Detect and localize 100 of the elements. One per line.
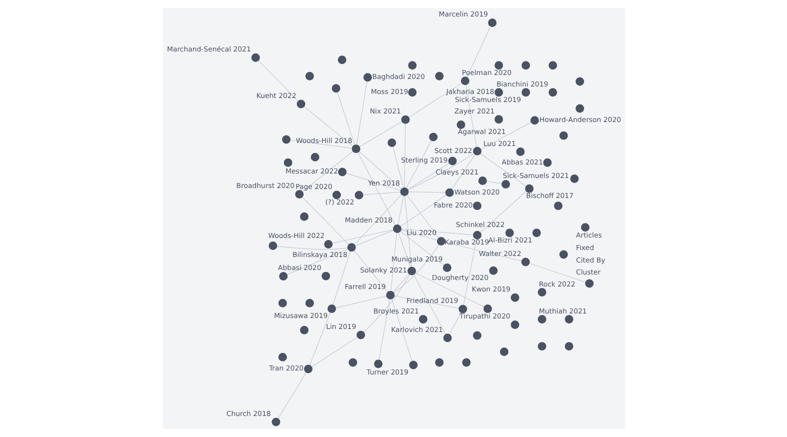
node-circle — [304, 364, 312, 374]
node-circle — [548, 88, 557, 97]
node-circle — [407, 266, 416, 276]
connector — [412, 274, 446, 335]
node-circle — [337, 56, 346, 64]
node-circle — [501, 180, 510, 188]
connector — [406, 194, 438, 238]
connector — [393, 244, 439, 293]
connector — [400, 194, 446, 227]
node-circle — [278, 298, 286, 308]
node-circle — [472, 202, 481, 210]
connector — [448, 312, 461, 335]
connector — [332, 229, 394, 244]
node-circle — [354, 190, 363, 200]
connector — [302, 150, 353, 192]
node-circle — [392, 224, 401, 233]
connector — [378, 298, 390, 360]
node-circle — [524, 184, 534, 193]
connector — [276, 246, 348, 250]
node-circle — [442, 334, 452, 342]
node-circle — [482, 304, 492, 314]
connector — [336, 92, 355, 146]
connector — [480, 122, 532, 150]
node-circle — [374, 360, 382, 368]
node-circle — [282, 135, 290, 144]
connector — [332, 250, 350, 306]
connector — [357, 152, 396, 226]
connector — [404, 195, 412, 268]
node-circle — [444, 188, 454, 197]
connector — [408, 192, 446, 193]
connector — [400, 231, 444, 266]
connector — [362, 274, 410, 332]
node-circle — [521, 61, 530, 70]
node-circle — [324, 240, 332, 248]
node-circle — [510, 293, 519, 302]
node-circle — [488, 266, 498, 275]
node-circle — [504, 228, 514, 238]
connector — [362, 192, 400, 196]
connector — [286, 248, 348, 276]
node-circle — [400, 187, 408, 196]
node-circle — [351, 144, 360, 154]
connector — [407, 162, 449, 190]
node-circle — [558, 131, 568, 140]
node-circle — [448, 156, 456, 166]
connector — [277, 372, 306, 419]
node-circle — [537, 315, 546, 324]
node-circle — [386, 290, 394, 300]
connector — [353, 250, 388, 292]
connector — [486, 181, 502, 184]
node-circle — [436, 237, 445, 246]
node-circle — [494, 88, 503, 97]
node-circle — [278, 352, 286, 362]
node-circle — [408, 88, 416, 97]
node-circle — [304, 72, 314, 80]
node-circle — [356, 330, 365, 340]
node-circle — [532, 228, 540, 238]
node-circle — [537, 288, 546, 297]
node-circle — [564, 342, 573, 351]
node-circle — [530, 116, 538, 125]
connector — [479, 191, 526, 233]
connector — [480, 153, 526, 186]
node-circle — [321, 272, 330, 280]
node-circle — [332, 190, 340, 200]
connector — [528, 262, 586, 282]
connector — [390, 232, 397, 292]
connector — [356, 80, 367, 146]
node-circle — [494, 61, 503, 70]
connector — [414, 272, 484, 308]
node-circle — [521, 88, 530, 97]
node-circle — [584, 279, 594, 288]
node-circle — [300, 212, 308, 221]
connector — [301, 196, 349, 245]
connector — [354, 194, 402, 245]
connector — [406, 140, 432, 188]
connector — [462, 238, 476, 306]
connector — [390, 298, 412, 362]
connector — [404, 123, 406, 188]
node-circle — [516, 148, 524, 156]
node-circle — [558, 250, 568, 259]
node-circle — [418, 315, 427, 324]
node-circle — [575, 77, 584, 86]
connector — [466, 26, 490, 78]
node-circle — [348, 358, 357, 367]
node-circle — [580, 223, 589, 232]
node-circle — [283, 158, 292, 167]
node-circle — [434, 72, 444, 80]
connector — [397, 195, 404, 226]
node-circle — [331, 84, 340, 93]
connector — [408, 82, 462, 118]
node-circle — [434, 358, 444, 367]
connector — [334, 296, 386, 308]
node-circle — [472, 146, 481, 156]
node-circle — [271, 418, 280, 426]
node-circle — [472, 331, 481, 340]
node-circle — [362, 73, 372, 82]
connector — [450, 154, 475, 190]
node-circle — [478, 176, 486, 185]
node-circle — [456, 120, 465, 129]
connector — [289, 140, 352, 149]
node-circle — [408, 61, 416, 70]
